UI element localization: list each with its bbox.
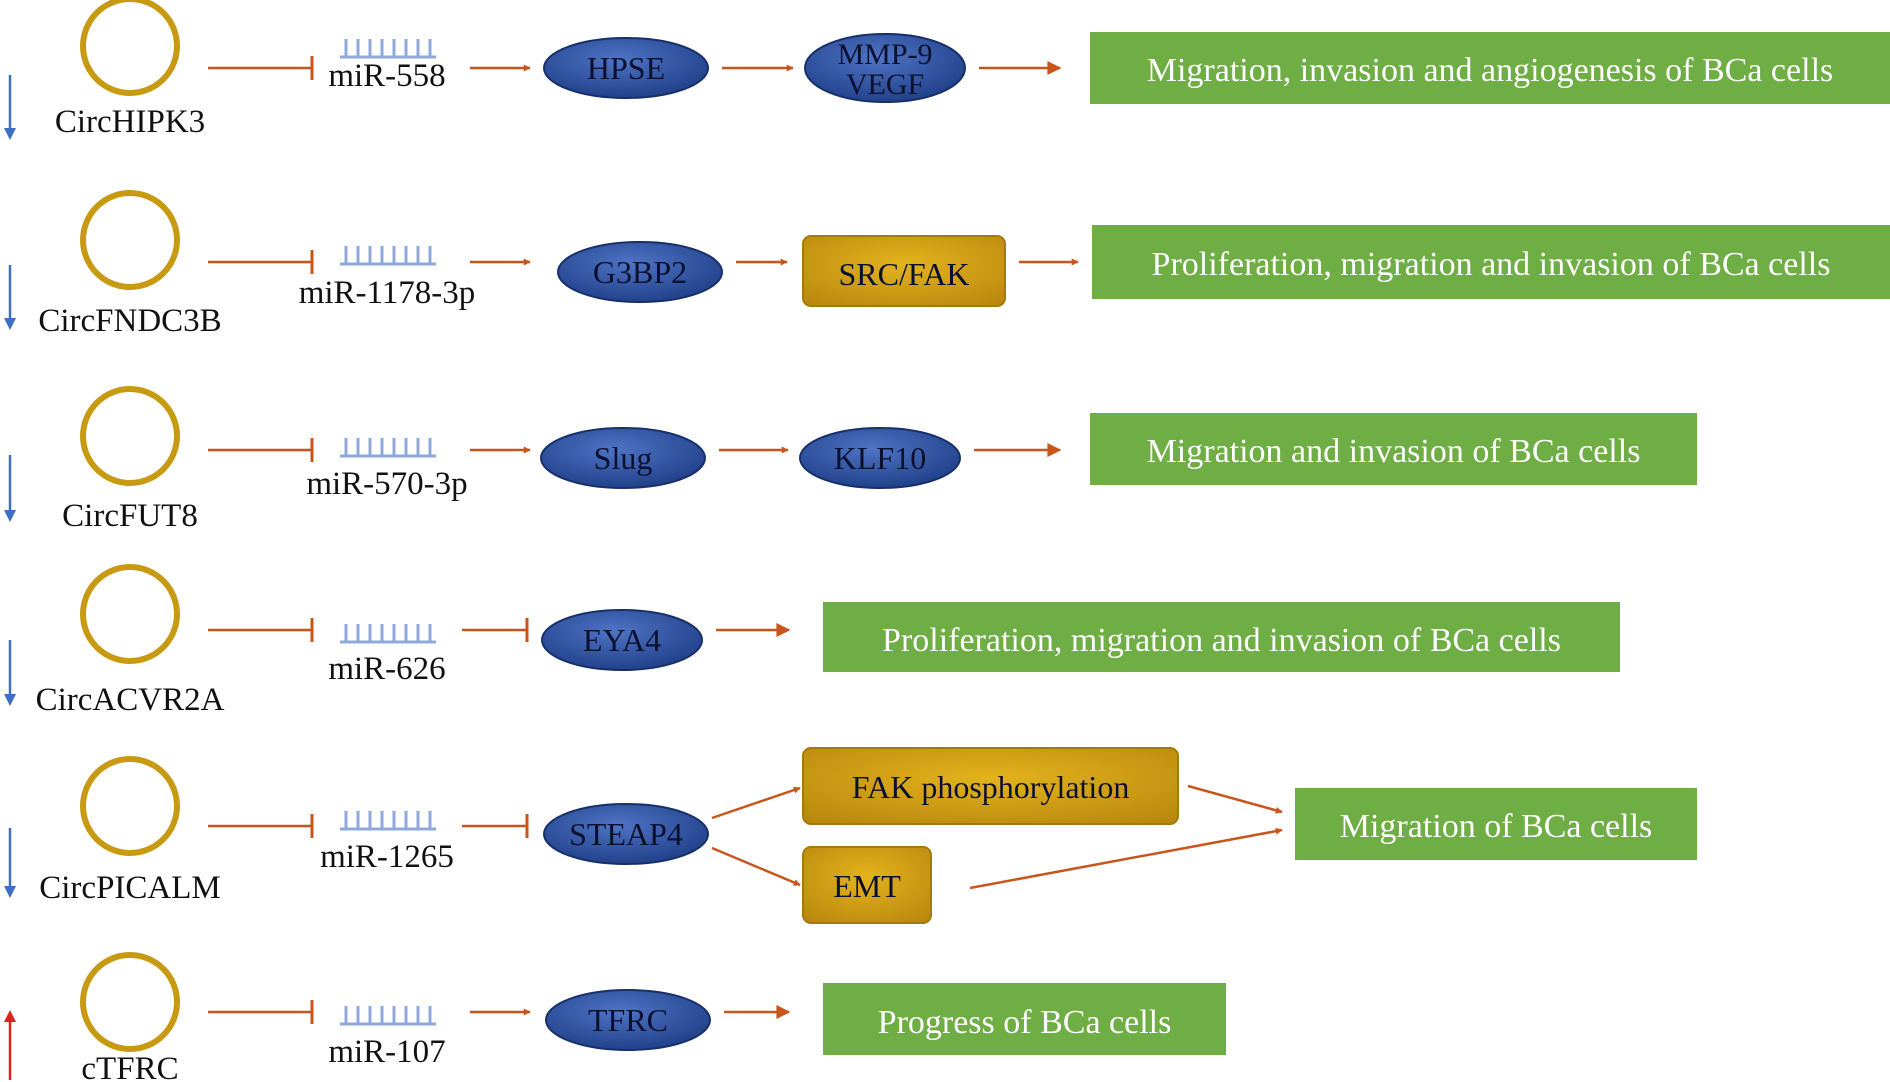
activation-arrow [969,827,1283,890]
outcome-label: Progress of BCa cells [878,1004,1172,1041]
activation-arrow [711,786,801,820]
mirna-label: miR-1178-3p [299,275,476,311]
down-arrow-icon [4,455,16,522]
up-arrow-icon [4,1010,16,1080]
down-arrow-icon [4,265,16,330]
inhibition-link [208,814,314,838]
target-node [541,609,703,671]
circrna-ring-icon [80,0,180,96]
mediator-label: FAK phosphorylation [852,769,1130,805]
target-node [557,241,723,303]
mirna-label: miR-107 [328,1034,445,1070]
mediator-label-line: VEGF [846,68,924,101]
mediator-box [802,235,1006,307]
mediator-label: KLF10 [834,440,926,476]
circrna-label: CircFNDC3B [38,303,221,339]
target-label: G3BP2 [593,254,687,290]
circrna-label: CircHIPK3 [55,104,205,140]
circrna-label: CircFUT8 [62,498,198,534]
circrna-ring-icon [80,564,180,664]
target-node [545,989,711,1051]
target-node [540,427,706,489]
mirna-comb-icon [340,246,436,266]
circrna-label: CircACVR2A [36,682,225,718]
mediator-label-line: MMP-9 [837,38,932,71]
mirna-comb-icon [340,811,436,831]
circrna-ring-icon [80,756,180,856]
mirna-comb-icon [340,624,436,644]
activation-arrow [1187,784,1283,814]
outcome-box [1090,32,1890,104]
activation-arrow [711,846,801,887]
target-label: Slug [594,440,653,476]
mirna-comb-icon [340,39,436,59]
inhibition-link [462,618,529,642]
outcome-label: Proliferation, migration and invasion of… [882,622,1561,659]
mediator-node [804,33,966,103]
mirna-label: miR-558 [328,58,445,94]
outcome-label: Migration, invasion and angiogenesis of … [1147,52,1834,89]
target-node [543,37,709,99]
circrna-label: cTFRC [81,1051,178,1082]
circrna-label: CircPICALM [39,870,221,906]
inhibition-link [208,438,314,462]
inhibition-link [208,56,314,80]
down-arrow-icon [4,640,16,706]
outcome-box [1092,225,1890,299]
inhibition-link [208,250,314,274]
inhibition-link [462,814,529,838]
circrna-ring-icon [80,386,180,486]
mediator-box [802,747,1179,825]
target-label: TFRC [588,1002,668,1038]
mediator-label: SRC/FAK [838,256,969,292]
outcome-box [1295,788,1697,860]
down-arrow-icon [4,828,16,898]
mediator-box [802,846,932,924]
inhibition-link [208,1000,314,1024]
mirna-label: miR-1265 [320,839,454,875]
mediator-node [799,427,961,489]
mirna-comb-icon [340,1006,436,1026]
mediator-label: EMT [833,868,901,904]
outcome-box [823,983,1226,1055]
down-arrow-icon [4,75,16,140]
mirna-comb-icon [340,438,436,458]
outcome-label: Migration and invasion of BCa cells [1147,433,1641,470]
outcome-label: Migration of BCa cells [1340,808,1653,845]
mirna-label: miR-626 [328,651,445,687]
outcome-box [1090,413,1697,485]
outcome-box [823,602,1620,672]
outcome-label: Proliferation, migration and invasion of… [1152,246,1831,283]
mirna-label: miR-570-3p [306,466,467,502]
target-label: HPSE [587,50,665,86]
circrna-ring-icon [80,190,180,290]
target-label: STEAP4 [569,816,683,852]
inhibition-link [208,618,314,642]
target-node [543,803,709,865]
target-label: EYA4 [583,622,661,658]
circrna-ring-icon [80,952,180,1052]
